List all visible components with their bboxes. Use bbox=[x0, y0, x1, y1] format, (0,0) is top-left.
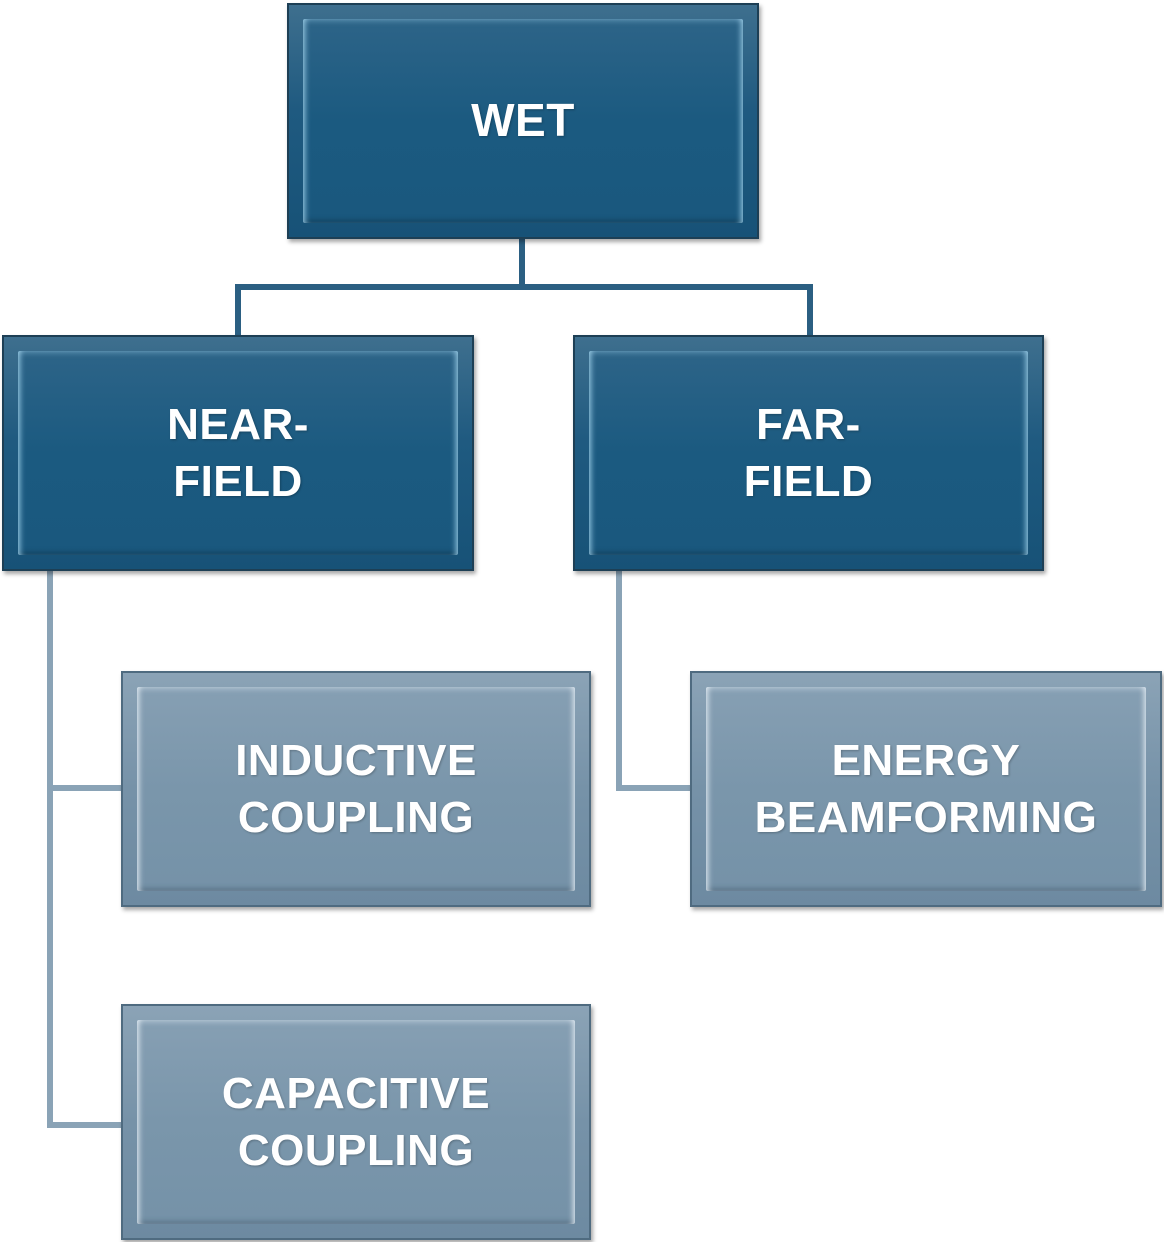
root-to-near-field-line bbox=[235, 239, 525, 335]
near-field-to-inductive-line bbox=[47, 571, 121, 791]
near-field-to-capacitive-line bbox=[47, 788, 121, 1128]
far-field-connector bbox=[616, 571, 690, 791]
node-inductive-coupling-label: INDUCTIVE COUPLING bbox=[235, 735, 477, 842]
node-near-field-label: NEAR- FIELD bbox=[167, 399, 309, 506]
near-field-connector bbox=[47, 571, 121, 1128]
far-field-to-energy-line bbox=[616, 571, 690, 791]
node-far-field-label: FAR- FIELD bbox=[743, 399, 874, 506]
node-capacitive-coupling: CAPACITIVE COUPLING bbox=[121, 1004, 591, 1240]
node-energy-beamforming: ENERGY BEAMFORMING bbox=[690, 671, 1162, 907]
root-to-far-field-line bbox=[522, 284, 813, 335]
node-energy-beamforming-label: ENERGY BEAMFORMING bbox=[754, 735, 1098, 842]
node-wet-label: WET bbox=[471, 94, 575, 147]
node-wet: WET bbox=[287, 3, 759, 239]
node-far-field: FAR- FIELD bbox=[573, 335, 1044, 571]
node-near-field: NEAR- FIELD bbox=[2, 335, 474, 571]
node-capacitive-coupling-label: CAPACITIVE COUPLING bbox=[221, 1068, 491, 1175]
root-connector bbox=[235, 239, 813, 335]
node-inductive-coupling: INDUCTIVE COUPLING bbox=[121, 671, 591, 907]
